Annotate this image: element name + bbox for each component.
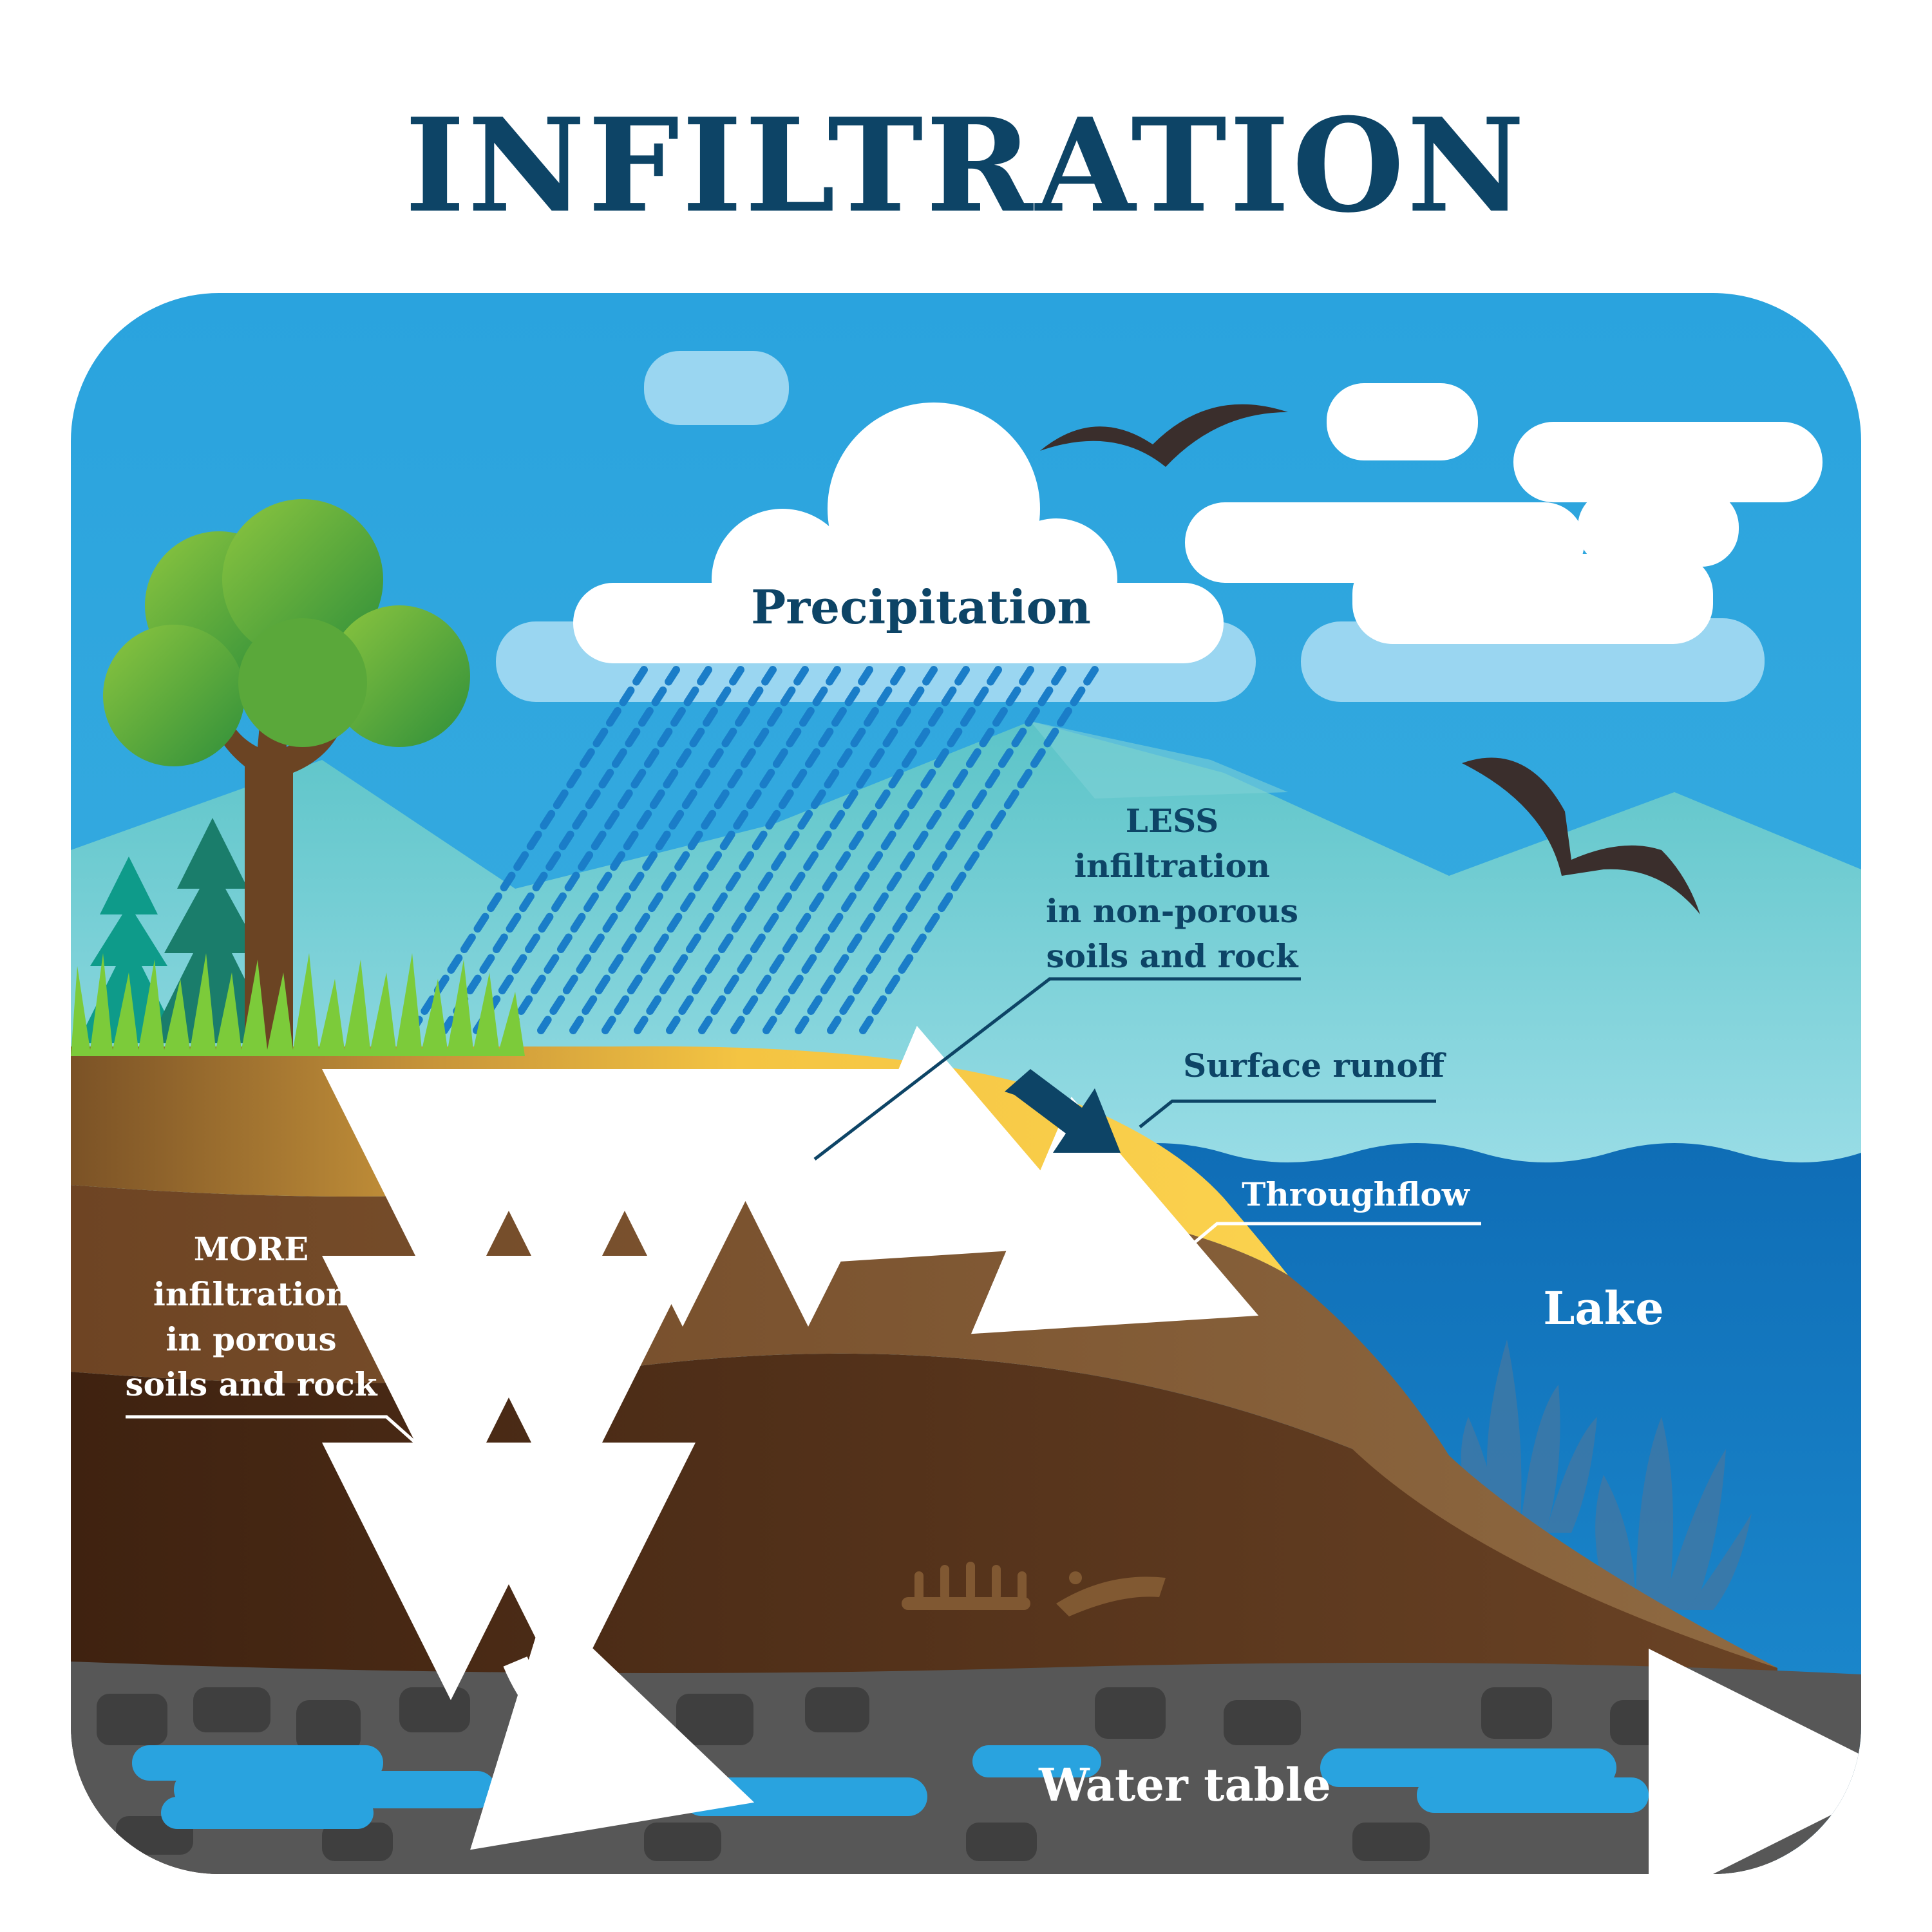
lake-label: Lake — [1543, 1282, 1664, 1335]
grass — [71, 953, 525, 1056]
more-infiltration-line: in porous — [166, 1320, 337, 1358]
throughflow-label: Throughflow — [1242, 1175, 1470, 1213]
groundwater-flow-arrow — [469, 1603, 755, 1850]
less-infiltration-line: LESS — [1125, 802, 1219, 840]
more-infiltration-line: infiltration — [153, 1275, 350, 1313]
oak-tree-icon — [103, 499, 470, 1050]
throughflow-arrows — [816, 1025, 1259, 1334]
groundwater — [132, 1745, 1649, 1829]
rain — [408, 666, 1099, 1034]
leader-lines-white — [126, 1222, 1481, 1444]
more-infiltration-label: MORE infiltration in porous soils and ro… — [103, 1227, 399, 1407]
bird-icon — [1462, 757, 1700, 914]
fossil-icon — [902, 1562, 1166, 1616]
more-infiltration-line: MORE — [193, 1230, 309, 1268]
surface-runoff-label: Surface runoff — [1183, 1046, 1444, 1084]
lake-plants-icon — [1461, 1340, 1752, 1610]
mountain-shadow — [1030, 721, 1288, 799]
water-table-label: Water table — [1039, 1758, 1331, 1812]
leader-lines — [813, 977, 1436, 1160]
more-infiltration-line: soils and rock — [125, 1365, 377, 1403]
precipitation-label: Precipitation — [751, 580, 1091, 634]
bird-icon — [1040, 404, 1288, 467]
less-infiltration-label: LESS infiltration in non-porous soils an… — [1005, 799, 1340, 979]
less-infiltration-line: in non-porous — [1045, 892, 1299, 930]
less-infiltration-line: soils and rock — [1046, 937, 1298, 975]
surface-runoff-arrow — [1005, 1069, 1121, 1153]
white-clouds — [1185, 383, 1823, 644]
less-infiltration-line: infiltration — [1074, 847, 1271, 885]
precipitation-cloud — [573, 402, 1224, 663]
page-title: INFILTRATION — [404, 90, 1528, 242]
infiltration-arrows — [322, 1069, 937, 1700]
